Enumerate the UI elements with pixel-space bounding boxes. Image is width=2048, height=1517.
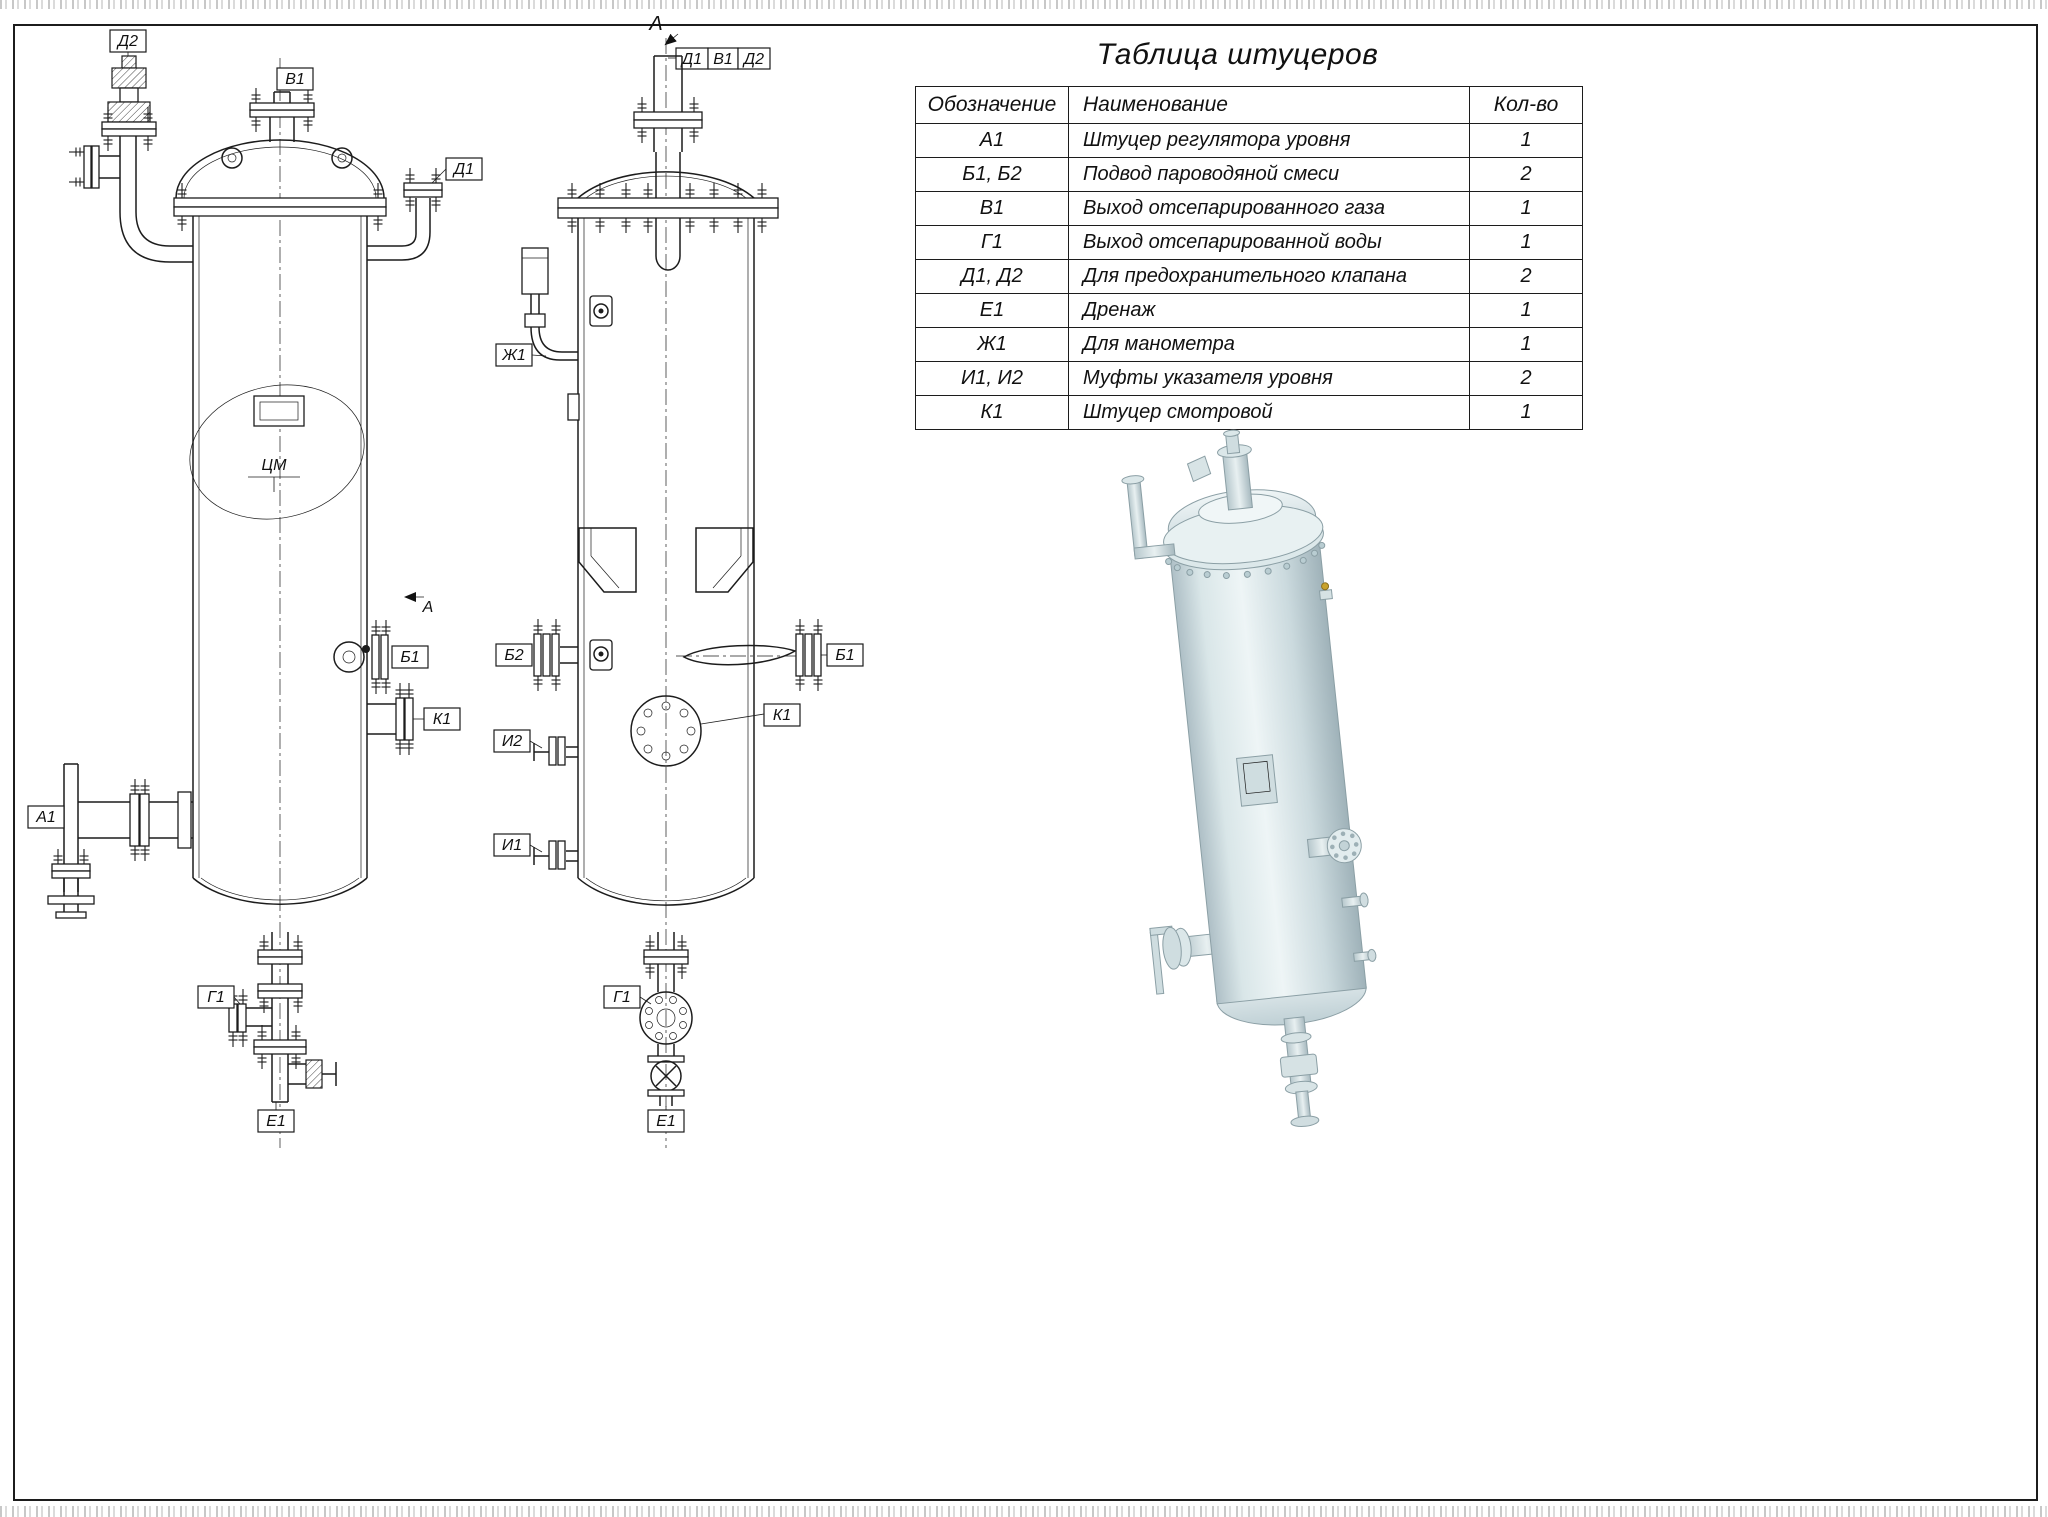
nozzle-table-block: Таблица штуцеров Обозначение Наименовани… [915,38,1583,430]
section-mark-a-view2: А [648,13,679,46]
svg-text:В1: В1 [285,71,305,88]
label-e1-view2: Е1 [647,1106,685,1133]
coupling-i2 [533,736,578,766]
section-mark-a-view1: А [404,592,434,616]
nozzle-k1-view1 [367,682,415,756]
sheet-frame [13,24,2038,1501]
nozzle-b2-view2 [532,618,578,692]
cell-qty: 2 [1469,157,1583,192]
cell-qty: 2 [1469,259,1583,294]
table-title: Таблица штуцеров [1096,38,1379,71]
cell-qty: 1 [1469,327,1583,362]
iso-3d-render [1121,429,1377,1128]
label-d1-view1: Д1 [431,157,483,184]
svg-text:Г1: Г1 [207,989,225,1006]
cell-mark: Е1 [915,293,1069,328]
safety-valve-d2 [68,55,193,263]
label-zh1: Ж1 [495,343,547,367]
support-bracket-right [695,527,754,593]
nozzle-d1-view1 [367,167,443,261]
svg-text:И2: И2 [502,733,522,750]
top-nozzle-view2 [633,55,703,271]
svg-text:ЦМ: ЦМ [262,457,288,474]
label-b1-view1: Б1 [391,645,429,669]
side-view-drawing: В1 [27,29,483,1148]
col-header-qty: Кол-во [1469,86,1583,124]
svg-text:Д2: Д2 [116,33,138,50]
svg-text:И1: И1 [502,837,522,854]
cropped-edge-top [0,0,2048,9]
label-a1-view1: А1 [27,805,65,829]
svg-text:К1: К1 [773,707,791,724]
label-d1-view2: Д1 [675,47,709,70]
label-e1-view1: Е1 [257,1102,295,1133]
manometer-zh1 [521,247,578,361]
sight-boss-lower [589,639,613,671]
cell-qty: 2 [1469,361,1583,396]
svg-text:В1: В1 [713,51,733,68]
svg-text:Д1: Д1 [452,161,474,178]
label-i2: И2 [493,729,543,753]
nozzle-b1-view2 [676,618,824,692]
nozzle-a1-view1 [47,763,193,919]
center-of-mass-mark: ЦМ [189,384,365,520]
label-k1-view2: К1 [700,703,801,727]
label-g1-view1: Г1 [197,985,241,1009]
cell-qty: 1 [1469,293,1583,328]
table-header-row: Обозначение Наименование Кол-во [915,86,1583,124]
svg-text:Д2: Д2 [742,51,764,68]
cell-name: Муфты указателя уровня [1068,361,1470,396]
svg-text:А: А [422,599,434,616]
label-i1: И1 [493,833,543,857]
svg-text:Б2: Б2 [504,647,523,664]
cell-qty: 1 [1469,395,1583,430]
svg-text:Е1: Е1 [656,1113,676,1130]
col-header-designation: Обозначение [915,86,1069,124]
manhole-k1-view2 [630,695,702,767]
cell-name: Выход отсепарированной воды [1068,225,1470,260]
cell-mark: К1 [915,395,1069,430]
cell-name: Выход отсепарированного газа [1068,191,1470,226]
sight-boss-upper [589,295,613,327]
section-view-drawing: А Д1 В1 Д2 [493,13,864,1148]
label-b1-view2: Б1 [821,643,864,667]
support-bracket-left [578,527,637,593]
svg-text:А1: А1 [35,809,56,826]
nozzle-b1-view1 [333,619,392,695]
svg-text:Б1: Б1 [400,649,419,666]
svg-text:К1: К1 [433,711,451,728]
svg-text:Г1: Г1 [613,989,631,1006]
label-d2-view1: Д2 [109,29,147,56]
cell-name: Дренаж [1068,293,1470,328]
label-v1-view1: В1 [276,67,314,91]
svg-text:Е1: Е1 [266,1113,286,1130]
coupling-i1 [533,840,578,870]
drain-line-view1 [227,932,337,1103]
label-g1-view2: Г1 [603,985,652,1009]
shell-lug [567,393,580,421]
label-v1-view2: В1 [707,47,739,70]
svg-text:А: А [648,13,662,35]
label-b2-view2: Б2 [495,643,533,667]
drain-line-view2 [639,932,693,1106]
cell-name: Для предохранительного клапана [1068,259,1470,294]
svg-text:Д1: Д1 [680,51,702,68]
label-d2-view2: Д2 [668,47,771,70]
cropped-edge-bottom [0,1506,2048,1517]
cell-mark: А1 [915,123,1069,158]
label-k1-view1: К1 [413,707,461,731]
cell-name: Штуцер регулятора уровня [1068,123,1470,158]
cell-mark: Б1, Б2 [915,157,1069,192]
svg-text:Б1: Б1 [835,647,854,664]
svg-text:Ж1: Ж1 [501,347,526,364]
cell-name: Штуцер смотровой [1068,395,1470,430]
